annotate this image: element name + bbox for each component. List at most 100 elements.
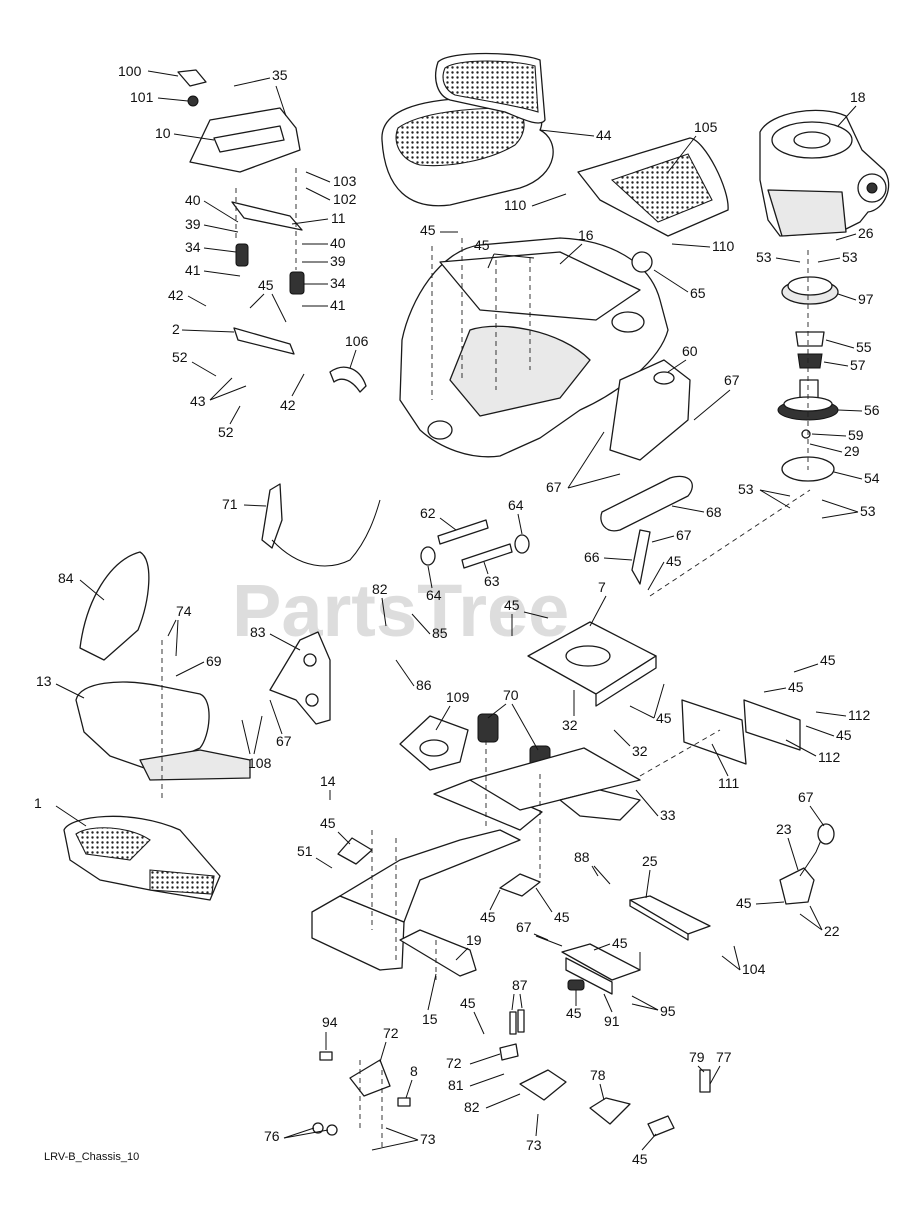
callout: 102 (333, 191, 357, 207)
callout: 32 (632, 743, 648, 759)
callout: 26 (858, 225, 874, 241)
callout: 57 (850, 357, 866, 373)
callout: 71 (222, 496, 238, 512)
callout: 18 (850, 89, 866, 105)
callout: 56 (864, 402, 880, 418)
callout: 54 (864, 470, 880, 486)
engine-part (759, 109, 890, 237)
callout: 1 (34, 795, 42, 811)
callout: 110 (504, 197, 527, 213)
callout: 67 (276, 733, 292, 749)
callout: 34 (330, 275, 346, 291)
callout: 112 (848, 707, 871, 723)
callout: 67 (546, 479, 562, 495)
diagram-caption: LRV-B_Chassis_10 (44, 1151, 139, 1163)
callout: 52 (218, 424, 234, 440)
callout: 45 (656, 710, 672, 726)
callout: 45 (788, 679, 804, 695)
callout: 44 (596, 127, 612, 143)
callout: 35 (272, 67, 288, 83)
seat-pan-parts (177, 69, 367, 393)
callout: 81 (448, 1077, 464, 1093)
callout: 74 (176, 603, 192, 619)
callout: 86 (416, 677, 432, 693)
callout: 34 (185, 239, 201, 255)
callout: 65 (690, 285, 706, 301)
callout: 85 (432, 625, 448, 641)
callout: 45 (612, 935, 628, 951)
callout: 43 (190, 393, 206, 409)
callout: 112 (818, 749, 841, 765)
callout: 82 (464, 1099, 480, 1115)
callout: 29 (844, 443, 860, 459)
callout: 40 (185, 192, 201, 208)
callout: 83 (250, 624, 266, 640)
callout: 108 (248, 755, 272, 771)
callout: 105 (694, 119, 718, 135)
callout: 42 (168, 287, 184, 303)
callout: 70 (503, 687, 519, 703)
callout: 100 (118, 63, 142, 79)
callout: 45 (474, 237, 490, 253)
callout: 41 (185, 262, 201, 278)
callout: 42 (280, 397, 296, 413)
callout: 53 (756, 249, 772, 265)
callout: 87 (512, 977, 528, 993)
callout: 79 (689, 1049, 705, 1065)
callout: 45 (258, 277, 274, 293)
callout: 39 (185, 216, 201, 232)
bracket-assembly-parts (561, 943, 641, 995)
callout: 41 (330, 297, 346, 313)
callout: 67 (798, 789, 814, 805)
bottom-parts (312, 1009, 711, 1137)
callout: 45 (836, 727, 852, 743)
callout: 10 (155, 125, 171, 141)
callout: 45 (566, 1005, 582, 1021)
pivot-bracket-part (399, 715, 469, 771)
callout: 67 (724, 372, 740, 388)
callout: 45 (320, 815, 336, 831)
callout: 53 (842, 249, 858, 265)
callout: 22 (824, 923, 840, 939)
callout: 45 (736, 895, 752, 911)
watermark: PartsTree (232, 569, 569, 652)
callout: 13 (36, 673, 52, 689)
rail-part (399, 929, 477, 977)
callout: 55 (856, 339, 872, 355)
callout: 77 (716, 1049, 732, 1065)
side-plate-parts (681, 699, 801, 765)
callout: 76 (264, 1128, 280, 1144)
callout: 78 (590, 1067, 606, 1083)
callout: 25 (642, 853, 658, 869)
callout: 73 (526, 1137, 542, 1153)
callout: 15 (422, 1011, 438, 1027)
callout: 63 (484, 573, 500, 589)
callout: 39 (330, 253, 346, 269)
callout: 59 (848, 427, 864, 443)
hood-cover-part (577, 137, 729, 237)
body-shroud-part (399, 237, 669, 458)
callout-labels: 100 101 35 10 103 102 40 11 39 40 34 39 … (34, 63, 880, 1167)
callout: 111 (718, 775, 739, 791)
callout: 45 (632, 1151, 648, 1167)
callout: 106 (345, 333, 369, 349)
shift-lever-part (779, 823, 835, 905)
callout: 104 (742, 961, 766, 977)
callout: 45 (460, 995, 476, 1011)
callout: 14 (320, 773, 336, 789)
seat-part (381, 52, 554, 207)
assembly-lines (161, 168, 811, 1150)
pedal-bracket-part (269, 631, 331, 725)
callout: 67 (676, 527, 692, 543)
callout: 110 (712, 238, 735, 254)
callout: 52 (172, 349, 188, 365)
callout: 69 (206, 653, 222, 669)
callout: 88 (574, 849, 590, 865)
callout: 82 (372, 581, 388, 597)
callout: 68 (706, 504, 722, 520)
callout: 64 (508, 497, 524, 513)
deck-plate-part (629, 895, 711, 941)
callout: 8 (410, 1063, 418, 1079)
mount-plate-part (527, 621, 657, 707)
